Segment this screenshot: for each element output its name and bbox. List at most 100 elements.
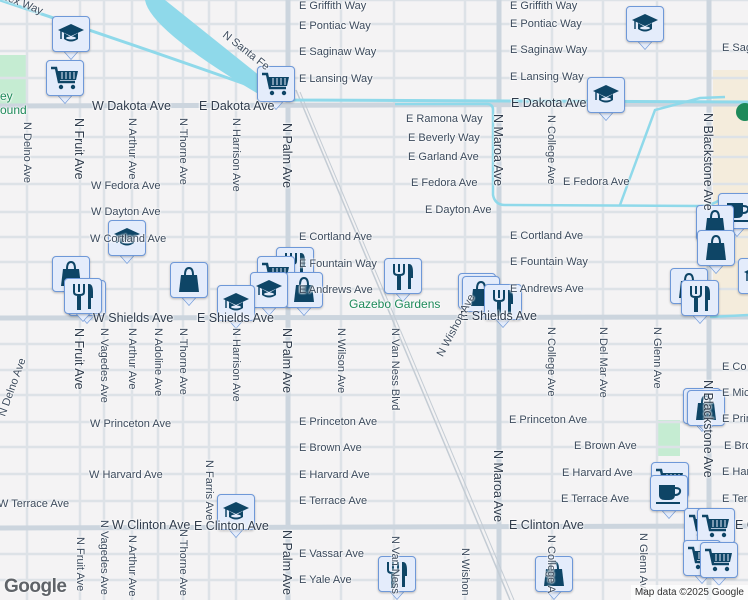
marker-pointer	[76, 313, 90, 321]
street-label: E Ramona Way	[406, 113, 483, 125]
street-label: N Delno Ave	[21, 122, 33, 183]
street-label: E Fedora Ave	[411, 177, 478, 189]
street-label: N Glenn Ave	[637, 533, 649, 595]
street-label: E Princeton Ave	[299, 416, 378, 428]
shopping-cart-icon	[257, 66, 295, 102]
marker-pointer	[262, 307, 276, 315]
street-label: E Brown Ave	[299, 442, 362, 454]
street-label: E Dayton Ave	[425, 204, 492, 216]
marker-pointer	[182, 297, 196, 305]
marker-pointer	[638, 41, 652, 49]
street-label: E Shields Ave	[460, 309, 537, 323]
bag-poi-marker[interactable]	[535, 556, 573, 600]
school-poi-marker[interactable]	[587, 77, 625, 121]
street-label: E Fountain Way	[299, 258, 377, 270]
food-poi-marker[interactable]	[378, 556, 416, 600]
marker-pointer	[58, 95, 72, 103]
street-label: E Cli	[735, 518, 748, 532]
street-label: N Vagedes Ave	[98, 328, 110, 403]
water-basin	[145, 0, 290, 100]
street-label: W Harvard Ave	[89, 469, 163, 481]
street-label: N Thorne Ave	[177, 118, 189, 185]
bag-poi-marker[interactable]	[687, 390, 725, 434]
street-label: N Vagedes Ave	[98, 520, 110, 595]
street-label: W Dakota Ave	[92, 99, 171, 113]
shopping-bag-icon	[697, 230, 735, 266]
street-label: E Yale Ave	[299, 574, 352, 586]
school-poi-marker[interactable]	[52, 16, 90, 60]
marker-pointer	[599, 112, 613, 120]
school-poi-marker[interactable]	[738, 258, 748, 302]
park-label: ound	[0, 103, 27, 117]
marker-pointer	[396, 293, 410, 301]
canal	[709, 313, 748, 319]
school-poi-marker[interactable]	[217, 494, 255, 538]
park-area	[0, 55, 27, 107]
restaurant-icon	[484, 284, 522, 320]
shopping-cart-icon	[700, 542, 738, 578]
street-label: N Wishon	[459, 548, 471, 596]
school-poi-marker[interactable]	[626, 6, 664, 50]
park-label-gazebo-gardens[interactable]: Gazebo Gardens	[349, 297, 441, 311]
street-label: E Beverly Way	[408, 132, 480, 144]
marker-pointer	[390, 591, 404, 599]
park-area	[658, 420, 680, 456]
cart-poi-marker[interactable]	[700, 542, 738, 586]
bag-poi-marker[interactable]	[697, 230, 735, 274]
street-label: N College Ave	[545, 327, 557, 397]
bag-poi-marker[interactable]	[170, 262, 208, 306]
street-label: E Pontiac Way	[299, 20, 371, 32]
street-label: N Fruit Ave	[74, 537, 86, 592]
food-poi-marker[interactable]	[384, 258, 422, 302]
school-poi-marker[interactable]	[250, 272, 288, 316]
food-poi-marker[interactable]	[64, 278, 102, 322]
restaurant-icon	[681, 280, 719, 316]
street-label: N Thorne Ave	[177, 529, 189, 596]
map-attribution: Map data ©2025 Google	[630, 585, 748, 600]
street-label: N Wilson Ave	[335, 328, 347, 394]
street-label: E Cortland Ave	[510, 230, 584, 242]
school-poi-marker[interactable]	[108, 220, 146, 264]
marker-pointer	[229, 529, 243, 537]
school-poi-marker[interactable]	[217, 285, 255, 329]
cart-poi-marker[interactable]	[257, 66, 295, 110]
food-poi-marker[interactable]	[681, 280, 719, 324]
restaurant-icon	[384, 258, 422, 294]
street-label: E Vassar Ave	[299, 548, 365, 560]
street-label: E Har	[722, 466, 748, 478]
graduation-cap-icon	[626, 6, 664, 42]
bag-poi-marker[interactable]	[285, 272, 323, 316]
graduation-cap-icon	[52, 16, 90, 52]
street-label: N Fruit Ave	[72, 118, 86, 180]
cart-poi-marker[interactable]	[46, 60, 84, 104]
street-label: N Del Mar Ave	[597, 327, 609, 398]
shopping-bag-icon	[535, 556, 573, 592]
street-label: E Mic	[722, 387, 748, 399]
food-poi-marker[interactable]	[484, 284, 522, 328]
street-label: E Clinton Ave	[509, 518, 584, 532]
marker-pointer	[269, 101, 283, 109]
street-label: E Garland Ave	[408, 151, 479, 163]
marker-pointer	[695, 575, 709, 583]
street-label: W Dayton Ave	[91, 206, 161, 218]
shopping-bag-icon	[687, 390, 725, 426]
street-label: E Saginaw Way	[299, 46, 377, 58]
street-label: N Adoline Ave	[152, 328, 164, 397]
street-label: E Lansing Way	[299, 73, 373, 85]
street-label: E Griffith Way	[510, 0, 578, 12]
marker-pointer	[730, 228, 744, 236]
marker-pointer	[474, 311, 488, 319]
street-label: E Clinton Ave	[194, 519, 269, 533]
street-label: N Arthur Ave	[126, 535, 138, 597]
street-label: E Andrews Ave	[299, 284, 373, 296]
cup-poi-marker[interactable]	[650, 475, 688, 519]
street-label: N Harrison Ave	[230, 118, 242, 192]
marker-pointer	[496, 319, 510, 327]
street-label: E Prin	[722, 413, 748, 425]
marker-pointer	[297, 307, 311, 315]
street-label: E Brown Ave	[574, 440, 637, 452]
place-pin-icon	[736, 103, 748, 121]
street-label: N Arthur Ave	[126, 118, 138, 180]
marker-pointer	[229, 320, 243, 328]
